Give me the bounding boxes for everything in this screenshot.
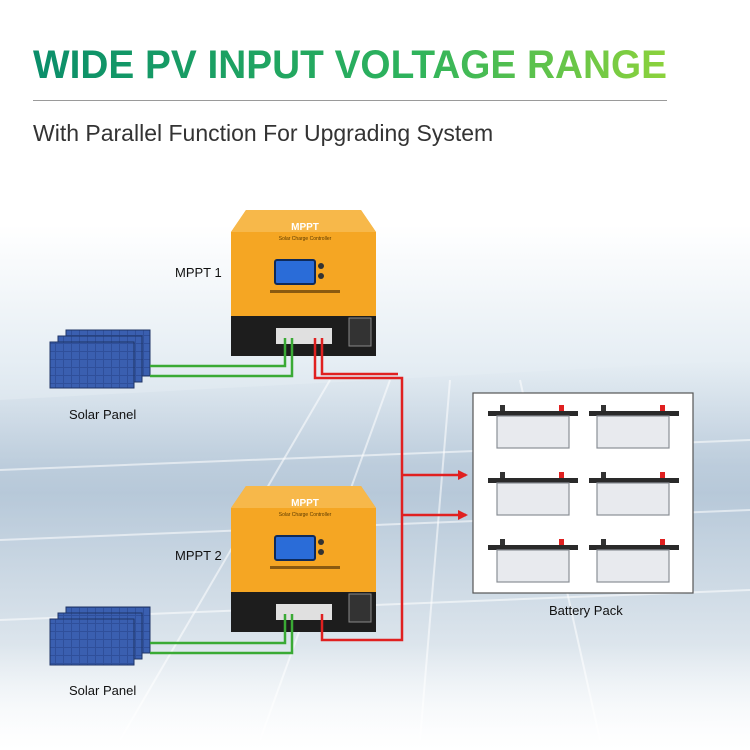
solar-panel-2-label: Solar Panel (69, 683, 137, 698)
battery-wires (313, 338, 468, 642)
lcd-screen-icon (274, 259, 316, 285)
battery-pack-label: Battery Pack (549, 603, 623, 618)
battery-icon (488, 539, 578, 583)
battery-icon (488, 472, 578, 516)
controller-2-caption: Solar Charge Controller (279, 512, 332, 518)
controller-2-brand: MPPT (291, 498, 319, 509)
controller-1-label: MPPT 1 (175, 265, 222, 280)
page-subtitle: With Parallel Function For Upgrading Sys… (33, 120, 494, 146)
controller-1-caption: Solar Charge Controller (279, 236, 332, 242)
page-title: WIDE PV INPUT VOLTAGE RANGE (33, 43, 667, 87)
pv-wires (150, 338, 294, 655)
battery-icon (589, 539, 679, 583)
battery-grid (488, 405, 679, 583)
controller-2 (231, 486, 376, 632)
battery-icon (589, 405, 679, 449)
terminal-block-icon (276, 328, 332, 344)
battery-icon (488, 405, 578, 449)
battery-icon (589, 472, 679, 516)
controller-1-brand: MPPT (291, 222, 319, 233)
lcd-screen-icon (274, 535, 316, 561)
controller-1 (231, 210, 376, 356)
solar-panel-icon (49, 606, 151, 666)
solar-panel-icon (49, 329, 151, 389)
title-divider (33, 100, 667, 101)
controller-2-label: MPPT 2 (175, 548, 222, 563)
terminal-block-icon (276, 604, 332, 620)
solar-panel-1-label: Solar Panel (69, 407, 137, 422)
